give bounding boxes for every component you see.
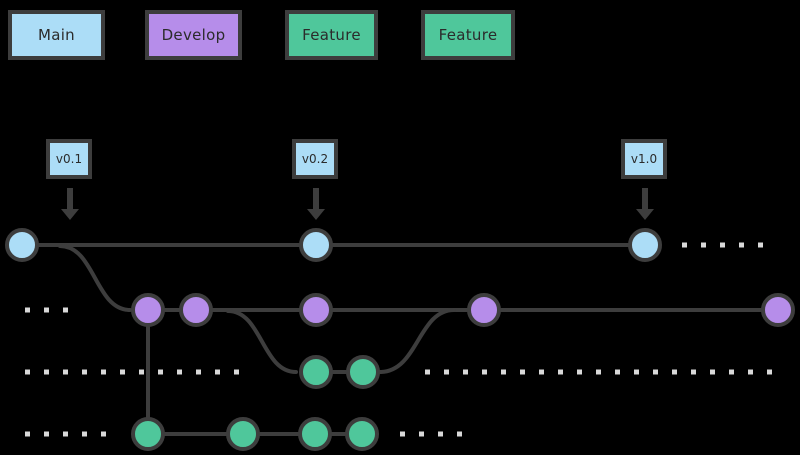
commit-node-fb4[interactable]: [345, 417, 379, 451]
commit-node-d4[interactable]: [467, 293, 501, 327]
tag-arrow-head-icon: [636, 209, 654, 220]
version-tag-v1-0[interactable]: v1.0: [621, 139, 667, 179]
commit-node-fb3[interactable]: [298, 417, 332, 451]
branch-line-main-to-develop-fork: [58, 244, 132, 312]
legend-item-label: Develop: [161, 26, 226, 44]
commit-node-d2[interactable]: [179, 293, 213, 327]
commit-node-d3[interactable]: [299, 293, 333, 327]
dotted-line-layer: [25, 242, 772, 437]
tag-arrow-layer: [61, 188, 654, 220]
commit-node-fb2[interactable]: [226, 417, 260, 451]
commit-node-fa1[interactable]: [299, 355, 333, 389]
legend-item-develop-1[interactable]: Develop: [145, 10, 242, 60]
legend-item-label: Main: [37, 26, 75, 44]
commit-node-m1[interactable]: [5, 228, 39, 262]
version-tag-label: v0.1: [55, 152, 83, 166]
version-tag-v0-2[interactable]: v0.2: [292, 139, 338, 179]
commit-node-m3[interactable]: [628, 228, 662, 262]
version-tag-v0-1[interactable]: v0.1: [46, 139, 92, 179]
tag-arrow-head-icon: [307, 209, 325, 220]
version-tag-label: v0.2: [301, 152, 329, 166]
legend-item-label: Feature: [438, 26, 498, 44]
commit-node-m2[interactable]: [299, 228, 333, 262]
branch-line-develop-to-feature-a-fork: [226, 309, 298, 374]
legend-item-feature-3[interactable]: Feature: [421, 10, 515, 60]
commit-node-d1[interactable]: [131, 293, 165, 327]
tag-arrow-head-icon: [61, 209, 79, 220]
commit-node-fb1[interactable]: [131, 417, 165, 451]
branch-line-feature-a-merge-to-develop: [378, 308, 456, 374]
legend-item-feature-2[interactable]: Feature: [285, 10, 378, 60]
commit-node-layer: [5, 228, 795, 451]
branch-line-layer: [20, 243, 780, 436]
commit-node-d5[interactable]: [761, 293, 795, 327]
commit-node-fa2[interactable]: [346, 355, 380, 389]
legend-item-main-0[interactable]: Main: [8, 10, 105, 60]
legend-item-label: Feature: [302, 26, 361, 44]
version-tag-label: v1.0: [630, 152, 658, 166]
